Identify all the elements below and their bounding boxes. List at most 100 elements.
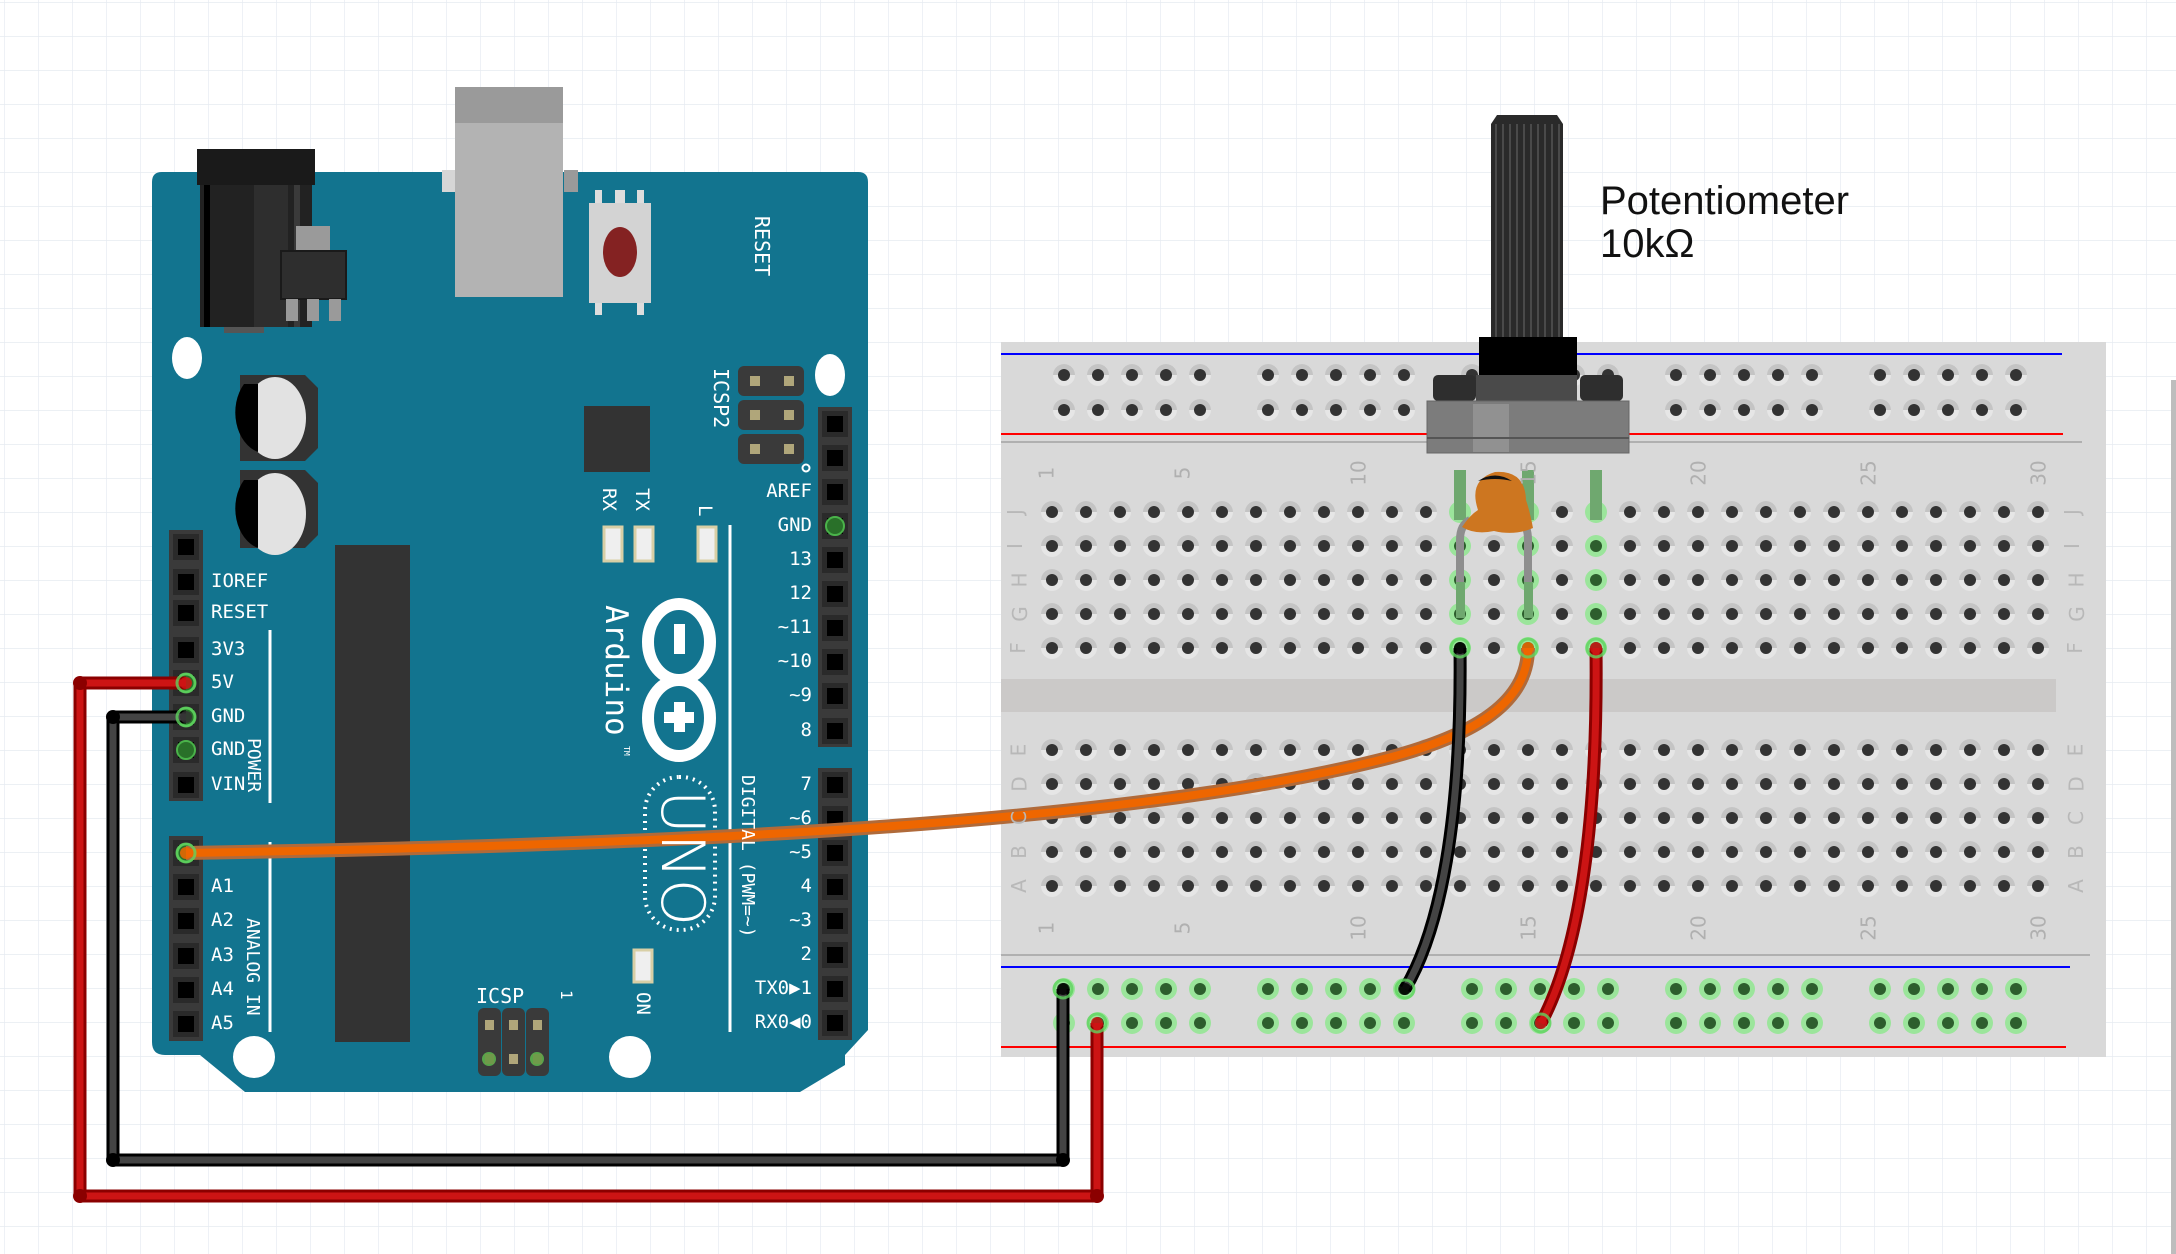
breadboard-hole[interactable]	[1925, 841, 1947, 863]
breadboard-hole[interactable]	[1687, 569, 1709, 591]
breadboard-hole[interactable]	[1143, 569, 1165, 591]
breadboard-hole[interactable]	[1245, 807, 1267, 829]
rail-hole[interactable]	[1053, 364, 1075, 386]
breadboard-hole[interactable]	[1619, 875, 1641, 897]
breadboard-hole[interactable]	[2027, 637, 2049, 659]
breadboard-hole[interactable]	[1279, 875, 1301, 897]
wire-black-pot[interactable]	[1399, 647, 1467, 993]
rail-hole[interactable]	[1155, 978, 1177, 1000]
breadboard-hole[interactable]	[1551, 501, 1573, 523]
breadboard-hole[interactable]	[1857, 501, 1879, 523]
breadboard-hole[interactable]	[1755, 603, 1777, 625]
rail-hole[interactable]	[1699, 978, 1721, 1000]
breadboard-hole[interactable]	[1925, 807, 1947, 829]
breadboard-hole[interactable]	[1687, 875, 1709, 897]
rail-hole[interactable]	[1699, 1012, 1721, 1034]
rail-hole[interactable]	[1461, 978, 1483, 1000]
breadboard-hole[interactable]	[1925, 773, 1947, 795]
analog-pin[interactable]	[173, 908, 199, 934]
breadboard-hole[interactable]	[1517, 739, 1539, 761]
breadboard-hole[interactable]	[1245, 841, 1267, 863]
rail-hole[interactable]	[1291, 399, 1313, 421]
breadboard-hole[interactable]	[1857, 875, 1879, 897]
breadboard-hole[interactable]	[1993, 739, 2015, 761]
breadboard-hole[interactable]	[1109, 875, 1131, 897]
breadboard-hole[interactable]	[1245, 875, 1267, 897]
breadboard-hole[interactable]	[1993, 569, 2015, 591]
rail-hole[interactable]	[1597, 1012, 1619, 1034]
rail-hole[interactable]	[1699, 399, 1721, 421]
breadboard-hole[interactable]	[1891, 739, 1913, 761]
breadboard-hole[interactable]	[1551, 569, 1573, 591]
breadboard-hole[interactable]	[1143, 875, 1165, 897]
rail-hole[interactable]	[1869, 399, 1891, 421]
breadboard-hole[interactable]	[1041, 603, 1063, 625]
breadboard-hole[interactable]	[1279, 535, 1301, 557]
breadboard-hole[interactable]	[1619, 535, 1641, 557]
breadboard-hole[interactable]	[1381, 603, 1403, 625]
breadboard-hole[interactable]	[1075, 637, 1097, 659]
breadboard-hole[interactable]	[1687, 637, 1709, 659]
breadboard-hole[interactable]	[1143, 773, 1165, 795]
breadboard-hole[interactable]	[1891, 875, 1913, 897]
breadboard-hole[interactable]	[1959, 841, 1981, 863]
rail-hole[interactable]	[1325, 399, 1347, 421]
breadboard-hole[interactable]	[1517, 807, 1539, 829]
rail-hole[interactable]	[1087, 364, 1109, 386]
breadboard-hole[interactable]	[1857, 739, 1879, 761]
breadboard-hole[interactable]	[1347, 501, 1369, 523]
breadboard-hole[interactable]	[1789, 841, 1811, 863]
breadboard-hole[interactable]	[1755, 841, 1777, 863]
breadboard-hole[interactable]	[1483, 773, 1505, 795]
breadboard-hole[interactable]	[1789, 603, 1811, 625]
breadboard-hole[interactable]	[1959, 501, 1981, 523]
wire-endpoint[interactable]	[175, 706, 197, 728]
breadboard-hole[interactable]	[1177, 501, 1199, 523]
breadboard-hole[interactable]	[1381, 501, 1403, 523]
breadboard-hole[interactable]	[1177, 535, 1199, 557]
breadboard-hole[interactable]	[1619, 603, 1641, 625]
breadboard-hole[interactable]	[1653, 773, 1675, 795]
breadboard-hole[interactable]	[1347, 739, 1369, 761]
breadboard-hole[interactable]	[1925, 501, 1947, 523]
rail-hole[interactable]	[1053, 399, 1075, 421]
breadboard-hole[interactable]	[1313, 739, 1335, 761]
breadboard-hole[interactable]	[1211, 841, 1233, 863]
rail-hole[interactable]	[1121, 1012, 1143, 1034]
potentiometer[interactable]	[1426, 115, 1630, 520]
breadboard-hole[interactable]	[1687, 807, 1709, 829]
wire-red-5v[interactable]	[73, 676, 1104, 1203]
breadboard-hole[interactable]	[1109, 603, 1131, 625]
breadboard-hole[interactable]	[1789, 637, 1811, 659]
power-pin[interactable]	[173, 600, 199, 626]
breadboard-hole[interactable]	[1551, 603, 1573, 625]
digital-pin[interactable]	[822, 908, 848, 934]
breadboard-hole[interactable]	[1755, 501, 1777, 523]
breadboard-hole[interactable]	[1959, 569, 1981, 591]
breadboard-hole[interactable]	[1925, 637, 1947, 659]
breadboard-hole[interactable]	[1857, 807, 1879, 829]
breadboard-hole[interactable]	[1381, 807, 1403, 829]
breadboard-hole[interactable]	[1619, 807, 1641, 829]
breadboard-hole[interactable]	[1347, 807, 1369, 829]
breadboard-hole[interactable]	[1041, 773, 1063, 795]
breadboard-hole[interactable]	[1211, 875, 1233, 897]
breadboard-hole[interactable]	[1245, 501, 1267, 523]
breadboard-hole[interactable]	[1143, 535, 1165, 557]
wire-endpoint[interactable]	[1086, 1012, 1108, 1034]
breadboard-hole[interactable]	[1993, 773, 2015, 795]
breadboard-hole[interactable]	[1279, 841, 1301, 863]
breadboard-hole[interactable]	[2027, 603, 2049, 625]
breadboard-hole[interactable]	[1721, 501, 1743, 523]
breadboard-hole[interactable]	[1721, 773, 1743, 795]
digital-pin[interactable]	[822, 411, 848, 437]
breadboard-hole[interactable]	[1755, 773, 1777, 795]
breadboard-hole[interactable]	[1891, 501, 1913, 523]
rail-hole[interactable]	[1257, 364, 1279, 386]
breadboard-hole[interactable]	[1381, 535, 1403, 557]
rail-hole[interactable]	[1699, 364, 1721, 386]
rail-hole[interactable]	[1971, 364, 1993, 386]
rail-hole[interactable]	[1121, 978, 1143, 1000]
breadboard-hole[interactable]	[1109, 841, 1131, 863]
digital-pin[interactable]	[822, 445, 848, 471]
